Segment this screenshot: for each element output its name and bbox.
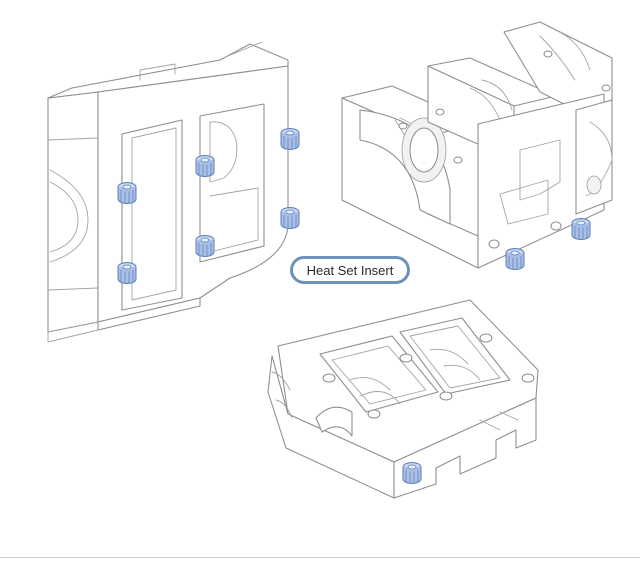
bottom-carriage [267,299,539,499]
callout-label: Heat Set Insert [306,262,394,278]
right-bearing-block [341,21,613,270]
footer-divider [0,557,640,558]
heat-set-insert-callout: Heat Set Insert [290,256,410,284]
left-bracket [47,41,300,343]
